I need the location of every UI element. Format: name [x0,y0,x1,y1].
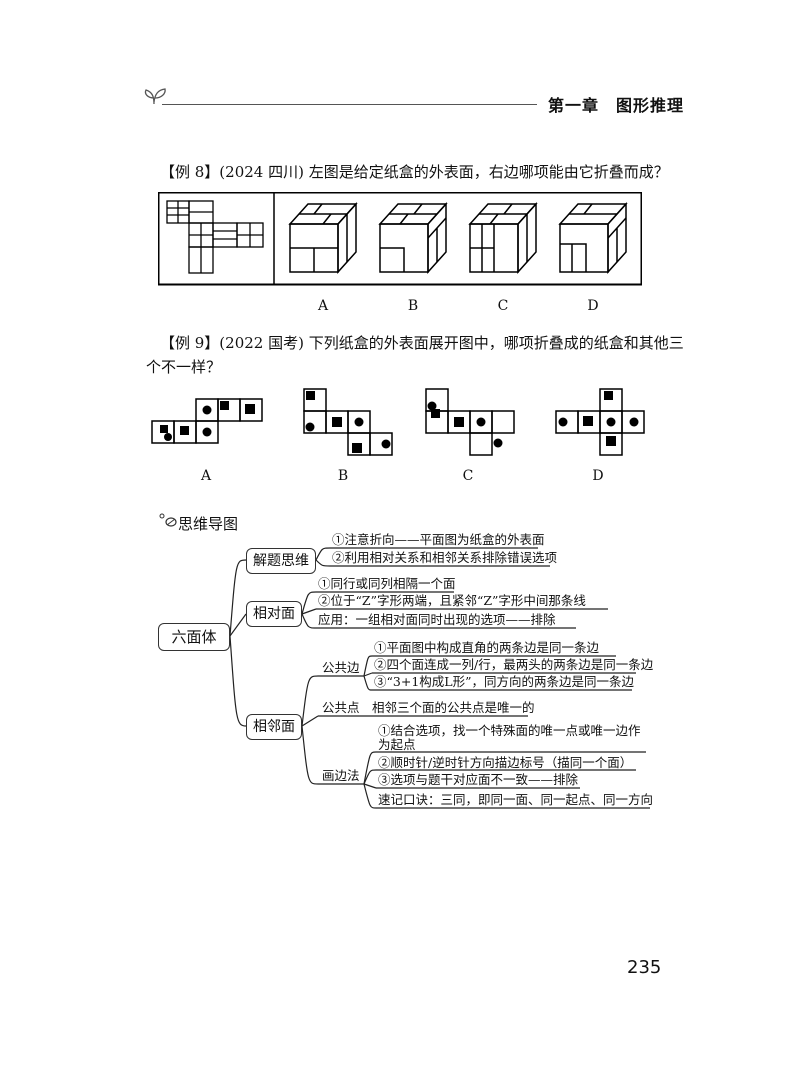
b2-item-2: ②位于“Z”字形两端，且紧邻“Z”字形中间那条线 [318,593,586,608]
option-b-cube [378,202,448,274]
branch-opposite-faces: 相对面 [246,601,302,627]
mindmap-title: 思维导图 [178,515,239,533]
example9-question-line2: 个不一样？ [146,358,222,376]
draw-label: 画边法 [322,768,360,783]
draw-item-3: ③选项与题干对应面不一致——排除 [378,772,579,787]
b2-item-1: ①同行或同列相隔一个面 [318,576,456,591]
net-d [555,388,645,456]
draw-item-1a: ①结合选项，找一个特殊面的唯一点或唯一边作 [378,723,641,738]
net-a [151,398,263,444]
net-c-label: C [462,468,474,484]
edge-item-2: ②四个面连成一列/行，最两头的两条边是同一条边 [374,657,654,672]
net-b [303,388,393,456]
leaf-icon [159,513,177,527]
option-c-cube [468,202,538,274]
branch-solving-thinking: 解题思维 [246,548,316,574]
sprout-icon [144,88,166,105]
net-d-label: D [592,468,604,484]
point-label: 公共点 [322,700,360,715]
example8-figure [158,192,642,286]
example8-net [166,200,264,274]
option-d-label: D [587,298,599,314]
b1-item-2: ②利用相对关系和相邻关系排除错误选项 [332,550,558,565]
option-d-cube [558,202,628,274]
example9-question-line1: 【例 9】(2022 国考) 下列纸盒的外表面展开图中，哪项折叠成的纸盒和其他三 [160,334,684,352]
branch-adjacent-faces: 相邻面 [246,714,302,740]
draw-item-1b: 为起点 [378,737,416,752]
point-text: 相邻三个面的公共点是唯一的 [372,700,535,715]
option-c-label: C [497,298,509,314]
draw-item-4: 速记口诀：三同，即同一面、同一起点、同一方向 [378,792,654,807]
page-number: 235 [627,957,662,978]
edge-label: 公共边 [322,660,360,675]
net-b-label: B [337,468,349,484]
option-a-label: A [317,298,329,314]
draw-item-2: ②顺时针/逆时针方向描边标号（描同一个面） [378,755,633,770]
b1-item-1: ①注意折向——平面图为纸盒的外表面 [332,532,545,547]
mindmap-root: 六面体 [158,623,230,651]
header-rule [162,104,537,105]
example9-nets [151,388,645,456]
edge-item-1: ①平面图中构成直角的两条边是同一条边 [374,640,600,655]
b2-item-3: 应用：一组相对面同时出现的选项——排除 [318,612,556,627]
option-a-cube [288,202,358,274]
edge-item-3: ③“3+1构成L形”，同方向的两条边是同一条边 [374,674,634,689]
net-a-label: A [200,468,212,484]
chapter-title: 第一章 图形推理 [548,96,685,115]
example8-question: 【例 8】(2024 四川) 左图是给定纸盒的外表面，右边哪项能由它折叠而成？ [160,163,669,181]
option-b-label: B [407,298,419,314]
